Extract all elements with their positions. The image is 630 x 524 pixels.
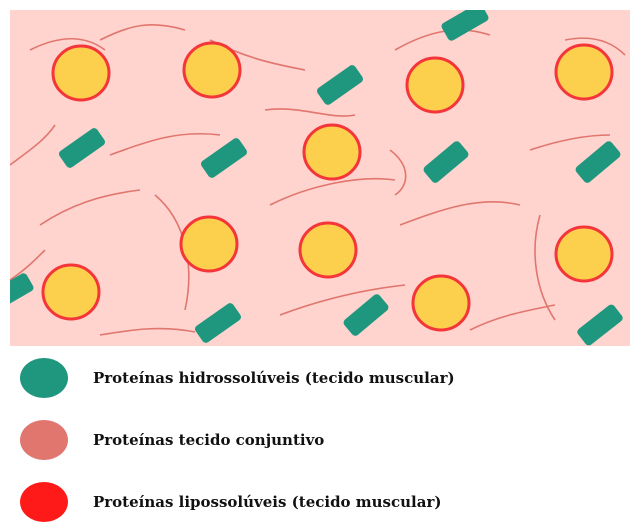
liposoluble-fat-cell — [43, 265, 99, 319]
liposoluble-fat-cell — [304, 125, 360, 179]
liposoluble-fat-cell — [556, 45, 612, 99]
tissue-diagram — [10, 10, 630, 346]
legend-label-connective: Proteínas tecido conjuntivo — [93, 431, 324, 449]
liposoluble-fat-cell — [407, 58, 463, 112]
connective-swatch-icon — [20, 420, 68, 460]
liposoluble-fat-cell — [300, 223, 356, 277]
liposoluble-fat-cell — [184, 43, 240, 97]
legend-label-liposoluble: Proteínas lipossolúveis (tecido muscular… — [93, 493, 441, 511]
liposoluble-fat-cell — [53, 46, 109, 100]
legend-item-connective: Proteínas tecido conjuntivo — [20, 418, 324, 462]
hydrosoluble-swatch-icon — [20, 358, 68, 398]
liposoluble-fat-cell — [181, 217, 237, 271]
legend-label-hydrosoluble: Proteínas hidrossolúveis (tecido muscula… — [93, 369, 455, 387]
liposoluble-swatch-icon — [20, 482, 68, 522]
legend-item-liposoluble: Proteínas lipossolúveis (tecido muscular… — [20, 480, 441, 524]
liposoluble-fat-cell — [556, 227, 612, 281]
legend-item-hydrosoluble: Proteínas hidrossolúveis (tecido muscula… — [20, 356, 455, 400]
liposoluble-fat-cell — [413, 276, 469, 330]
